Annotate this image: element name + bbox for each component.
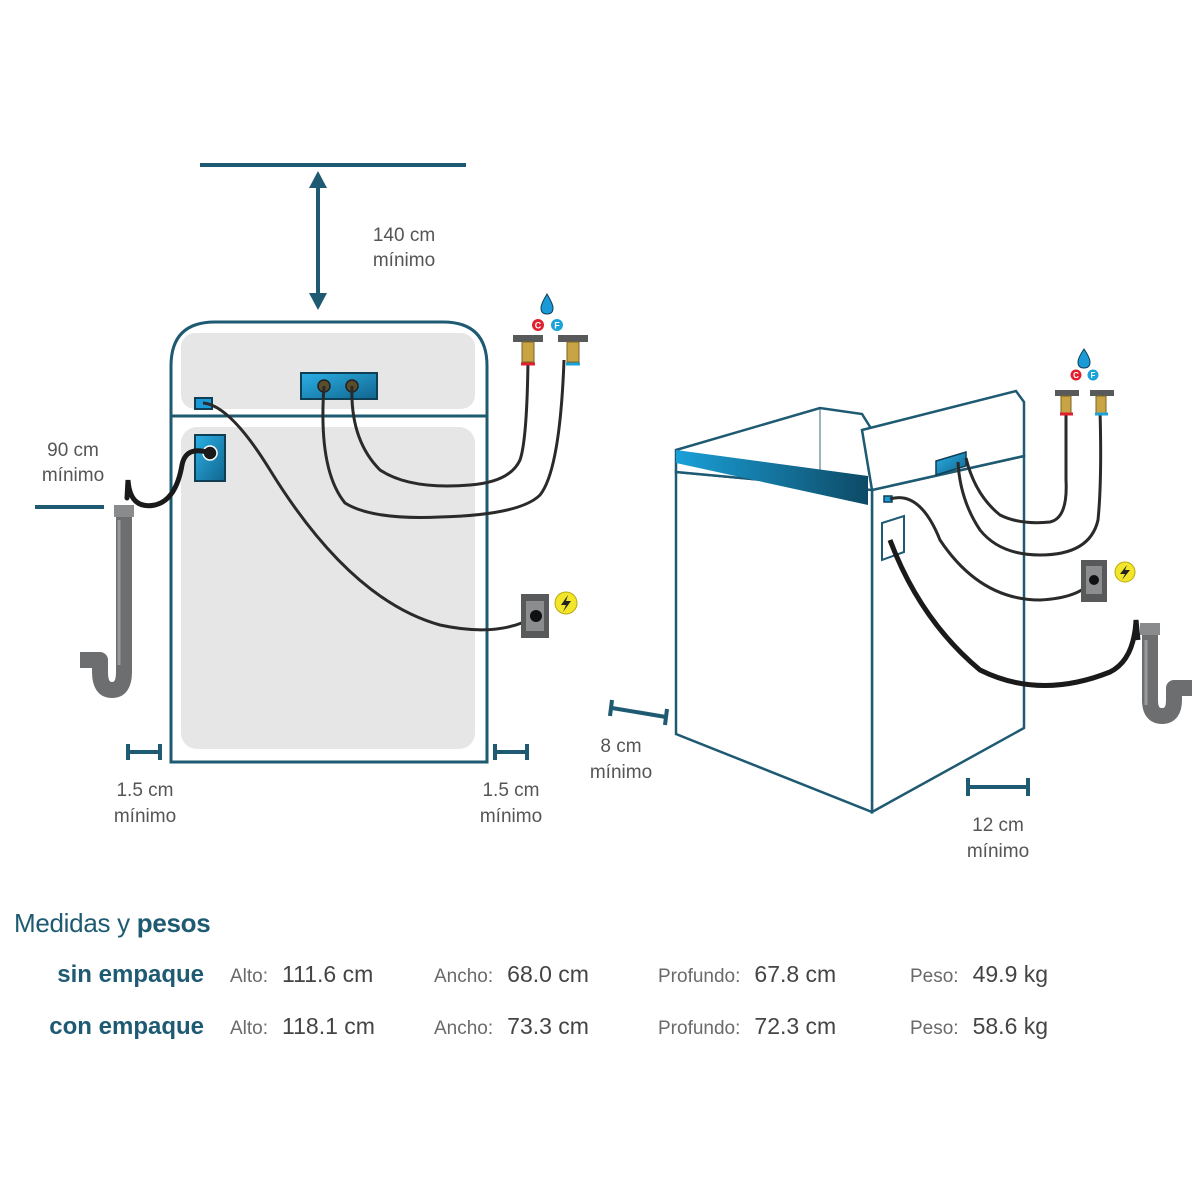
side-gap-value: 12 cm	[972, 815, 1024, 836]
specs-title-regular: Medidas y	[14, 908, 130, 938]
installation-diagram: 140 cm mínimo 1.5 cm mínimo 1	[35, 163, 1192, 862]
width-cell: Ancho: 68.0 cm	[434, 961, 658, 988]
top-clearance-value: 140 cm	[373, 225, 435, 246]
lightning-icon	[1114, 561, 1136, 583]
side-power-cord	[889, 496, 1095, 602]
depth-cell: Profundo: 67.8 cm	[658, 961, 910, 988]
width-label: Ancho:	[434, 1018, 494, 1039]
height-label: Alto:	[230, 1018, 269, 1039]
back-gap-note: mínimo	[590, 762, 652, 783]
drain-height-note: mínimo	[42, 465, 104, 486]
front-view: 140 cm mínimo 1.5 cm mínimo 1	[35, 163, 588, 827]
power-cord	[202, 401, 537, 632]
side-view: C F 8 cm mínimo 12 cm mínimo	[590, 348, 1192, 862]
side-gap-marker	[966, 778, 1030, 796]
water-drop-icon	[1077, 348, 1091, 369]
height-cell: Alto: 118.1 cm	[230, 1013, 434, 1040]
drain-hose	[124, 448, 213, 509]
drain-height-value: 90 cm	[47, 440, 99, 461]
side-drain-panel	[881, 514, 905, 562]
specs-row-packed: con empaque Alto:118.1 cm Ancho:73.3 cm …	[14, 1013, 1194, 1065]
side-cold-hose	[964, 410, 1068, 525]
specs-row-unpacked: sin empaque Alto:111.6 cm Ancho:68.0 cm …	[14, 961, 1194, 1013]
height-value: 118.1 cm	[282, 1013, 375, 1039]
hot-water-hose	[321, 359, 566, 519]
cold-tap-badge: F	[551, 319, 563, 331]
weight-label: Peso:	[910, 966, 959, 987]
left-gap-note: mínimo	[114, 806, 176, 827]
side-hot-hose	[956, 409, 1103, 557]
back-gap-marker	[608, 699, 669, 726]
specs-section: Medidas y pesos sin empaque Alto: 111.6 c…	[14, 908, 1194, 1065]
hot-tap-badge: C	[1070, 369, 1082, 381]
height-label: Alto:	[230, 966, 269, 987]
hot-tap-badge: C	[532, 319, 544, 331]
back-gap-value: 8 cm	[600, 736, 641, 757]
left-gap-marker	[126, 744, 162, 760]
faucet-icon	[513, 335, 588, 366]
vertical-arrow-icon	[309, 171, 327, 310]
svg-text:F: F	[554, 321, 560, 331]
weight-label: Peso:	[910, 1018, 959, 1039]
power-outlet-icon	[521, 594, 549, 638]
weight-value: 49.9 kg	[972, 961, 1049, 987]
faucet-icon	[1055, 390, 1114, 416]
right-gap-value: 1.5 cm	[482, 780, 539, 801]
drain-pipe-icon	[80, 505, 134, 698]
side-inlet-panel	[935, 450, 967, 477]
height-cell: Alto: 111.6 cm	[230, 961, 434, 988]
depth-cell: Profundo: 72.3 cm	[658, 1013, 910, 1040]
depth-label: Profundo:	[658, 1018, 741, 1039]
weight-cell: Peso: 49.9 kg	[910, 961, 1048, 988]
top-clearance-note: mínimo	[373, 250, 435, 271]
row-label: con empaque	[49, 1013, 204, 1040]
side-gap-note: mínimo	[967, 841, 1029, 862]
width-label: Ancho:	[434, 966, 494, 987]
water-inlet-panel	[300, 372, 378, 400]
right-gap-marker	[493, 744, 529, 760]
washer-front	[169, 320, 489, 764]
weight-cell: Peso: 58.6 kg	[910, 1013, 1048, 1040]
width-cell: Ancho: 73.3 cm	[434, 1013, 658, 1040]
washer-side	[674, 389, 1026, 815]
cold-tap-badge: F	[1087, 369, 1099, 381]
weight-value: 58.6 kg	[972, 1013, 1049, 1039]
svg-text:F: F	[1091, 371, 1096, 380]
cold-water-hose	[350, 359, 530, 488]
drain-pipe-icon	[1140, 623, 1192, 724]
right-gap-note: mínimo	[480, 806, 542, 827]
row-label: sin empaque	[57, 961, 204, 988]
lightning-icon	[554, 591, 578, 615]
water-drop-icon	[540, 293, 554, 315]
left-gap-value: 1.5 cm	[116, 780, 173, 801]
specs-title-bold: pesos	[136, 908, 211, 938]
svg-text:C: C	[1073, 371, 1079, 380]
side-drain-hose	[887, 539, 1141, 688]
specs-title: Medidas y pesos	[14, 908, 1194, 939]
power-outlet-icon	[1081, 560, 1107, 602]
depth-label: Profundo:	[658, 966, 741, 987]
width-value: 68.0 cm	[507, 961, 589, 987]
height-value: 111.6 cm	[282, 961, 374, 987]
width-value: 73.3 cm	[507, 1013, 589, 1039]
svg-text:C: C	[535, 321, 542, 331]
depth-value: 72.3 cm	[754, 1013, 837, 1039]
depth-value: 67.8 cm	[754, 961, 837, 987]
